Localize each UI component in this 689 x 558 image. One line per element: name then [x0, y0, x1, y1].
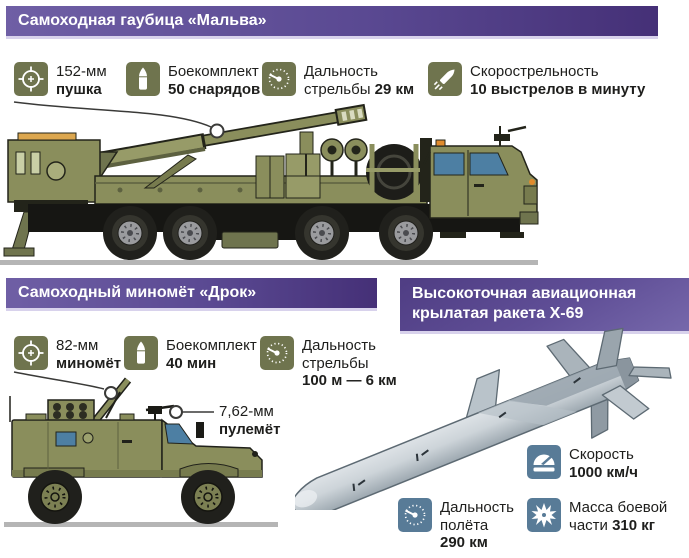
spec-label2: части — [569, 516, 613, 534]
malva-spec-range: Дальность стрельбы 29 км — [262, 62, 414, 98]
spec-value: 40 мин — [166, 354, 217, 372]
x69-spec-speed: Скорость 1000 км/ч — [527, 445, 638, 481]
drok-mg-callout-text: 7,62-мм пулемёт — [219, 403, 280, 438]
howitzer-wheels — [103, 206, 433, 260]
spec-label2: стрельбы — [302, 354, 369, 372]
callout-label: 7,62-мм — [219, 403, 274, 420]
range-dial-icon — [398, 498, 432, 532]
spec-label: Боекомплект — [166, 337, 257, 354]
malva-spec-caliber: 152-мм пушка — [14, 62, 107, 98]
x69-title-line2: крылатая ракета Х-69 — [412, 305, 584, 322]
spec-label: Дальность — [302, 337, 376, 354]
spec-label: 82-мм — [56, 337, 99, 354]
target-icon — [14, 336, 48, 370]
drok-spec-ammo-text: Боекомплект 40 мин — [166, 336, 257, 372]
malva-section-title: Самоходная гаубица «Мальва» — [6, 6, 658, 39]
spec-value: 100 м — 6 км — [302, 372, 397, 389]
spec-value: 310 кг — [612, 516, 656, 534]
target-icon — [14, 62, 48, 96]
spec-value: 50 снарядов — [168, 80, 261, 98]
malva-spec-rate-text: Скорострельность 10 выстрелов в минуту — [470, 62, 645, 98]
x69-spec-speed-text: Скорость 1000 км/ч — [569, 445, 638, 481]
x69-spec-warhead: Масса боевой части 310 кг — [527, 498, 667, 534]
x69-missile-illustration — [295, 327, 672, 510]
ground-line — [4, 522, 278, 527]
malva-spec-ammo: Боекомплект 50 снарядов — [126, 62, 260, 98]
drok-title-text: Самоходный миномёт «Дрок» — [18, 284, 257, 301]
range-dial-icon — [262, 62, 296, 96]
spec-value: миномёт — [56, 354, 122, 372]
malva-spec-rate: Скорострельность 10 выстрелов в минуту — [428, 62, 645, 98]
ground-line — [0, 260, 538, 265]
rate-of-fire-icon — [428, 62, 462, 96]
malva-title-text: Самоходная гаубица «Мальва» — [18, 12, 267, 29]
explosion-icon — [527, 498, 561, 532]
drok-vehicle-illustration — [4, 371, 278, 527]
drok-spec-range-text: Дальность стрельбы 100 м — 6 км — [302, 336, 397, 390]
spec-value: пушка — [56, 80, 102, 98]
speedometer-icon — [527, 445, 561, 479]
malva-spec-ammo-text: Боекомплект 50 снарядов — [168, 62, 260, 98]
x69-spec-range-text: Дальность полёта 290 км — [440, 498, 514, 552]
drok-spec-ammo: Боекомплект 40 мин — [124, 336, 257, 372]
spec-label: Скорость — [569, 446, 634, 463]
spec-label: Масса боевой — [569, 499, 668, 516]
mortar-callout-circle — [104, 386, 118, 400]
drok-spec-caliber-text: 82-мм миномёт — [56, 336, 121, 372]
spec-value: 29 км — [374, 80, 415, 98]
shell-icon — [126, 62, 160, 96]
mg-callout-circle — [169, 405, 183, 419]
malva-spec-range-text: Дальность стрельбы 29 км — [304, 62, 414, 98]
drok-wheels — [28, 470, 235, 524]
spec-label: Дальность — [440, 499, 514, 516]
spec-value: 10 выстрелов в минуту — [470, 80, 646, 98]
shell-icon — [124, 336, 158, 370]
callout-value: пулемёт — [219, 420, 281, 438]
spec-label: 152-мм — [56, 63, 107, 80]
spec-value: 1000 км/ч — [569, 463, 639, 481]
spec-label2: полёта — [440, 516, 489, 534]
mortar-callout-line — [13, 371, 105, 390]
range-dial-icon — [260, 336, 294, 370]
spec-label: Боекомплект — [168, 63, 259, 80]
x69-spec-range: Дальность полёта 290 км — [398, 498, 514, 552]
spec-value: 290 км — [440, 534, 488, 551]
drok-section-title: Самоходный миномёт «Дрок» — [6, 278, 377, 311]
x69-section-title: Высокоточная авиационная крылатая ракета… — [400, 278, 689, 334]
x69-spec-warhead-text: Масса боевой части 310 кг — [569, 498, 667, 534]
drok-spec-range: Дальность стрельбы 100 м — 6 км — [260, 336, 397, 390]
x69-title-line1: Высокоточная авиационная — [412, 285, 637, 302]
gun-callout-line — [13, 101, 212, 128]
spec-label2: стрельбы — [304, 80, 375, 98]
drok-spec-caliber: 82-мм миномёт — [14, 336, 121, 372]
malva-howitzer-illustration — [0, 101, 539, 265]
malva-spec-caliber-text: 152-мм пушка — [56, 62, 107, 98]
spec-label: Скорострельность — [470, 63, 599, 80]
spec-label: Дальность — [304, 63, 378, 80]
gun-callout-circle — [209, 123, 225, 139]
